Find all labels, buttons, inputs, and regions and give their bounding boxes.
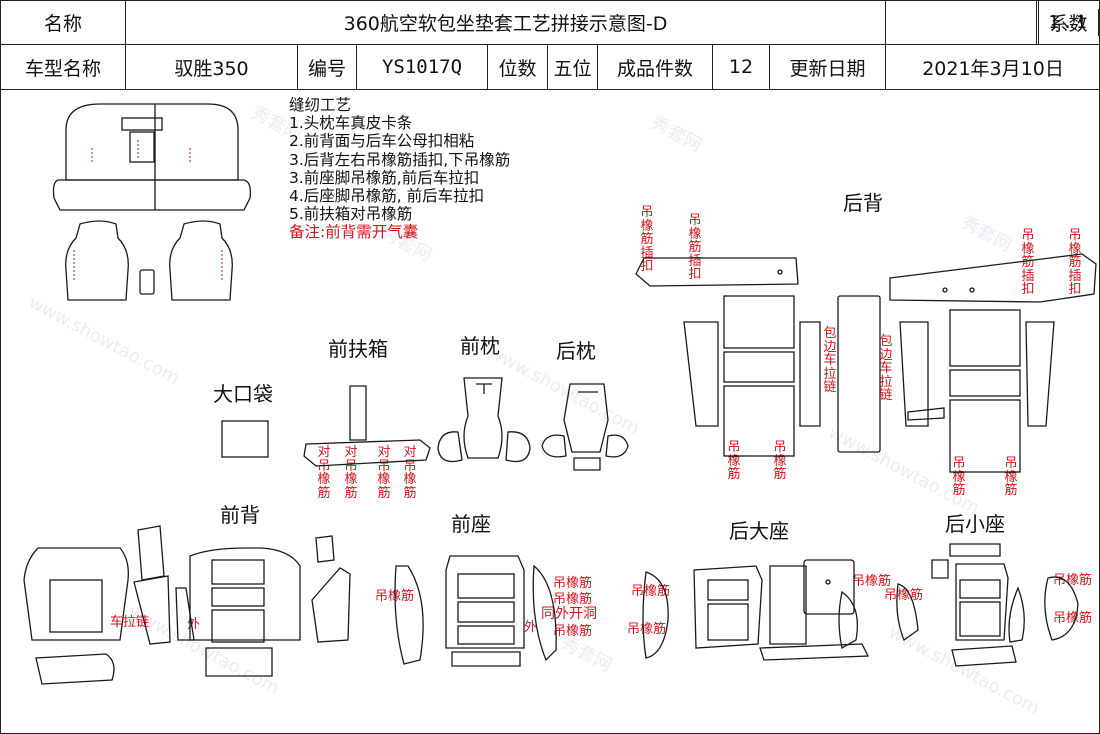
date-value: 2021年3月10日 xyxy=(885,44,1100,90)
date-label: 更新日期 xyxy=(768,44,887,90)
document-title: 360航空软包坐垫套工艺拼接示意图-D xyxy=(124,0,887,45)
label-front-armrest: 前扶箱 xyxy=(328,337,388,361)
coef-label: 系数 xyxy=(1040,9,1100,36)
pos-value: 五位 xyxy=(547,44,598,90)
mark-hang-rubber: 吊橡筋 xyxy=(1053,573,1093,588)
coef-value: 1.1 xyxy=(1048,12,1090,33)
front-seat-thumbnails xyxy=(65,220,233,301)
mark-hang-rubber: 吊橡筋 xyxy=(627,622,667,637)
label-big-pocket: 大口袋 xyxy=(213,382,273,406)
note-line: 2.前背面与后车公母扣相粘 xyxy=(289,132,475,151)
mark-hang-rubber: 吊橡筋 xyxy=(553,592,593,607)
note-line: 4.后座脚吊橡筋, 前后车拉扣 xyxy=(289,187,485,206)
count-label: 成品件数 xyxy=(597,44,713,90)
label-rear-small-seat: 后小座 xyxy=(945,512,1005,536)
mark-hang-rubber: 吊橡筋 xyxy=(727,440,741,482)
note-line: 1.头枕车真皮卡条 xyxy=(289,114,413,133)
label-front-pillow: 前枕 xyxy=(460,334,500,358)
note-line: 5.前扶箱对吊橡筋 xyxy=(289,205,413,224)
mark-hang-rubber: 吊橡筋 xyxy=(952,456,966,498)
note-line: 3.前座脚吊橡筋,前后车拉扣 xyxy=(289,168,480,187)
label-rear-pillow: 后枕 xyxy=(556,339,596,363)
mark-hang-rubber-clip: 吊橡筋插扣 xyxy=(1068,228,1082,297)
mark-hang-rubber: 吊橡筋 xyxy=(852,574,892,589)
label-front-seat: 前座 xyxy=(451,512,491,536)
count-value: 12 xyxy=(712,44,770,90)
mark-hang-rubber: 吊橡筋 xyxy=(884,588,924,603)
label-rear-big-seat: 后大座 xyxy=(729,519,789,543)
mark-hang-rubber-clip: 吊橡筋插扣 xyxy=(640,205,654,274)
mark-hang-rubber-clip: 吊橡筋插扣 xyxy=(1021,228,1035,297)
mark-hang-rubber: 吊橡筋 xyxy=(773,440,787,482)
mark-hang-rubber: 吊橡筋 xyxy=(1004,456,1018,498)
mark-hang-rubber: 吊橡筋 xyxy=(553,624,593,639)
mark-pair-hang-rubber: 对吊橡筋 xyxy=(403,445,417,501)
mark-hang-rubber: 吊橡筋 xyxy=(1053,611,1093,626)
label-front-back: 前背 xyxy=(220,503,260,527)
coef-cell: 系数 xyxy=(1038,0,1100,45)
mark-pair-hang-rubber: 对吊橡筋 xyxy=(377,445,391,501)
mark-wrap-zipper: 包边车拉链 xyxy=(823,326,837,395)
notes-title: 缝纫工艺 xyxy=(289,96,352,114)
rear-bench-thumbnail xyxy=(52,103,252,211)
note-line: 3.后背左右吊橡筋插扣,下吊橡筋 xyxy=(289,150,511,169)
sewing-notes: 缝纫工艺 1.头枕车真皮卡条 2.前背面与后车公母扣相粘 3.后背左右吊橡筋插扣… xyxy=(289,96,510,242)
notes-remark: 备注:前背需开气囊 xyxy=(289,223,419,242)
mark-wrap-zipper: 包边车拉链 xyxy=(879,334,893,403)
label-rear-back: 后背 xyxy=(843,191,883,215)
header-table: 名称 360航空软包坐垫套工艺拼接示意图-D 系数 车型名称 驭胜350 编号 … xyxy=(0,0,1100,90)
pos-label: 位数 xyxy=(487,44,548,90)
code-value: YS1017Q xyxy=(356,44,488,90)
coef-divider xyxy=(1036,0,1037,44)
mark-hang-rubber: 吊橡筋 xyxy=(553,576,593,591)
mark-pair-hang-rubber: 对吊橡筋 xyxy=(344,445,358,501)
mark-car-zipper: 车拉链 xyxy=(110,615,150,630)
mark-outer: 外 xyxy=(524,620,538,635)
mark-hang-rubber: 吊橡筋 xyxy=(631,584,671,599)
code-label: 编号 xyxy=(297,44,357,90)
